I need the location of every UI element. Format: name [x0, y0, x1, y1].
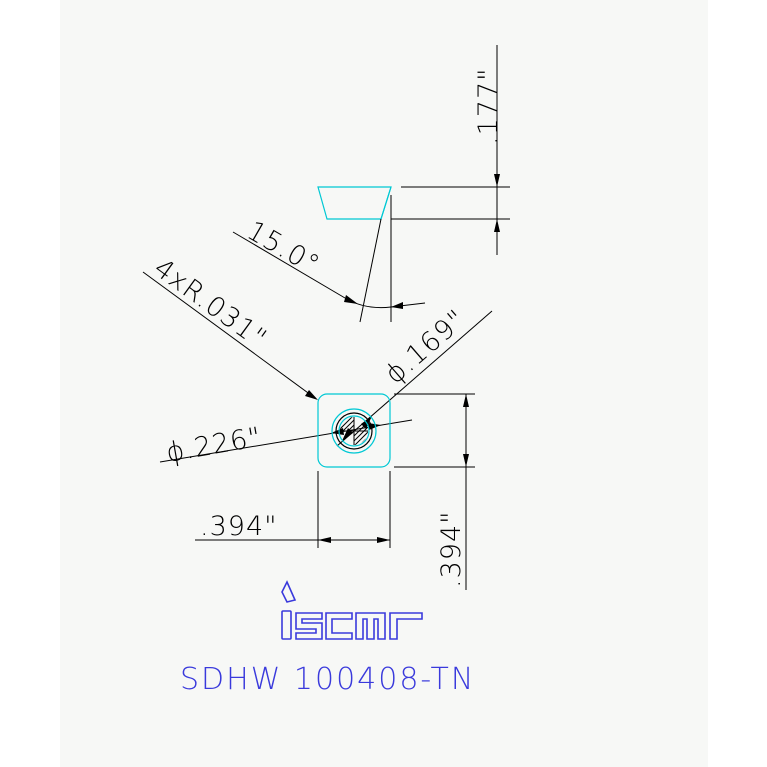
arrow-head	[463, 394, 469, 407]
logo-letter-i	[281, 610, 292, 640]
arrow-head	[463, 454, 469, 467]
arrow-head	[305, 390, 318, 400]
arrow-head	[331, 428, 344, 435]
thickness-dimension: .177"	[391, 45, 510, 255]
brand-text: iscar	[0, 0, 3, 1]
insert-outline	[317, 393, 391, 468]
page-panel	[60, 0, 708, 767]
height-dimension: .394"	[394, 393, 475, 590]
brand-logo: iscar	[0, 0, 423, 640]
logo-letter-s	[295, 612, 323, 640]
arrow-head	[318, 537, 331, 543]
arrow-head	[494, 174, 500, 187]
arrow-head	[391, 302, 403, 309]
arrow-head	[377, 537, 390, 543]
logo-letter-a	[355, 612, 386, 640]
logo-letter-r	[389, 612, 423, 640]
angle-flank-line	[359, 218, 382, 323]
width-label: .394"	[200, 511, 278, 542]
arrow-head	[344, 295, 358, 304]
hole-circle	[335, 412, 373, 450]
height-label: .394"	[436, 510, 467, 588]
counterbore-circle	[331, 408, 377, 454]
model-code: SDHW 100408-TN	[180, 662, 475, 697]
angle-leader-line	[232, 231, 346, 299]
logo-dot	[281, 580, 297, 603]
width-dimension: .394"	[195, 471, 391, 548]
thickness-label: .177"	[473, 67, 504, 145]
logo-letter-c	[325, 612, 353, 640]
page-background	[60, 0, 708, 767]
radius-leader-line	[142, 271, 316, 399]
top-view	[317, 393, 391, 468]
arrow-head	[494, 219, 500, 232]
